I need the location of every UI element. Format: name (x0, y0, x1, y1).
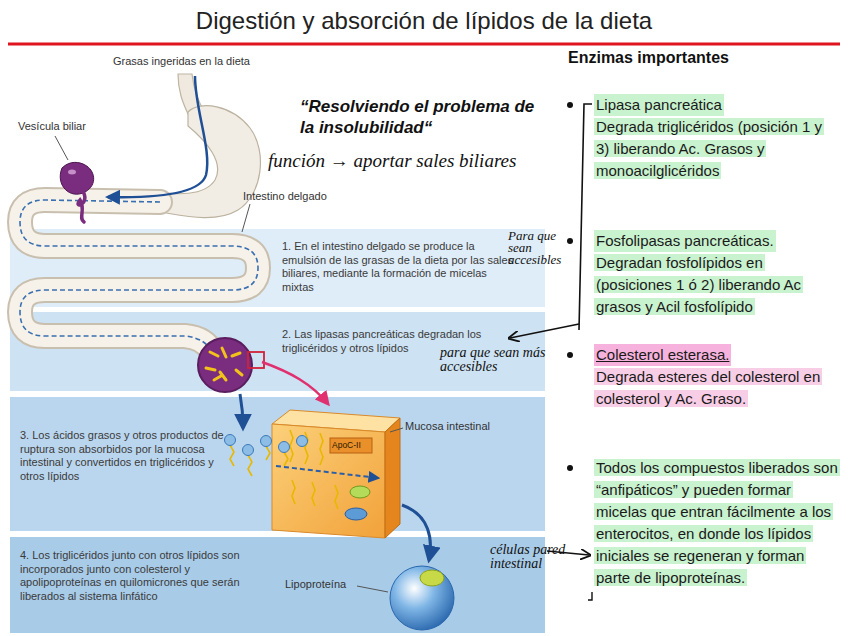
label-anchor: Grasas ingeridas en la dieta (113, 55, 263, 68)
intestine-flow (20, 200, 258, 352)
vesicle (345, 508, 367, 520)
zoom-arrow (262, 362, 328, 404)
label-anchor: Mucosa intestinal (405, 420, 515, 433)
flow-arrow (240, 394, 243, 428)
intestine-wall (20, 200, 258, 352)
handwritten-note: función → aportar sales biliares (268, 150, 568, 172)
enzyme-description: Degradan fosfolípidos en (posiciones 1 ó… (594, 254, 803, 315)
bullet-dot (567, 465, 573, 471)
gallbladder-shine (68, 170, 76, 175)
bile-duct (78, 190, 85, 222)
apoprotein-patch (420, 570, 444, 586)
bullet-dot (567, 352, 573, 358)
label-anchor: para que sean más accesibles (440, 346, 580, 374)
enzyme-name: Lipasa pancreática (594, 94, 724, 116)
leader-line (357, 586, 388, 592)
leader-line (55, 136, 68, 160)
part-label: Lipoproteína (285, 578, 365, 591)
transport-path (276, 466, 378, 478)
label-anchor: Para que sean accesibles (508, 230, 572, 266)
apoc-box (330, 438, 372, 453)
micelle (279, 442, 290, 453)
bullet-dot (567, 238, 573, 244)
lipid-droplets (206, 348, 242, 380)
micelle (297, 436, 308, 447)
enzyme-name: Colesterol esterasa. (594, 344, 731, 366)
label-anchor: “Resolviendo el problema de la insolubil… (300, 96, 540, 138)
part-label: Intestino delgado (243, 190, 353, 203)
bullet-text: Todos los compuestos liberados son “anfi… (594, 459, 840, 586)
bullet-item: Todos los compuestos liberados son “anfi… (594, 457, 839, 589)
intestine-lumen (20, 200, 258, 352)
part-label: Mucosa intestinal (405, 420, 515, 433)
step-text: 3. Los ácidos grasos y otros productos d… (20, 429, 225, 483)
flow-arrow (108, 76, 207, 197)
mucosa-side (385, 418, 400, 538)
title-anchor: Digestión y absorción de lípidos de la d… (0, 7, 848, 35)
gallbladder (60, 162, 93, 194)
leader-line (242, 204, 250, 232)
step-text: 1. En el intestino delgado se produce la… (282, 240, 514, 294)
handwritten-note: células pared intestinal (490, 543, 570, 571)
part-label: Vesícula biliar (18, 120, 118, 133)
leader-line (390, 428, 403, 432)
bracket-line (579, 104, 592, 330)
bullet-item: Colesterol esterasa.Degrada esteres del … (594, 344, 839, 410)
bullet-item: Fosfolipasas pancreáticas.Degradan fosfo… (594, 230, 839, 318)
enzyme-name: Fosfolipasas pancreáticas. (594, 230, 776, 252)
step-band: 4. Los triglicéridos junto con otros líp… (10, 537, 545, 633)
enzyme-description: Degrada esteres del colesterol en colest… (594, 368, 822, 407)
micelle (243, 445, 254, 456)
part-label: Grasas ingeridas en la dieta (113, 55, 263, 68)
quote-text: “Resolviendo el problema de la insolubil… (300, 96, 540, 138)
lipoprotein-sphere (390, 566, 454, 630)
label-anchor: Vesícula biliar (18, 120, 118, 133)
bullet-item: Lipasa pancreáticaDegrada triglicéridos … (594, 94, 839, 182)
enzyme-description: Degrada triglicéridos (posición 1 y 3) l… (594, 118, 824, 179)
label-anchor: Enzimas importantes (568, 48, 788, 68)
label-anchor: células pared intestinal (490, 543, 570, 571)
label-anchor: ApoC-II (332, 440, 372, 451)
label-anchor: Intestino delgado (243, 190, 353, 203)
bracket-line (588, 592, 592, 600)
mucosa-front (272, 424, 385, 538)
label-anchor: función → aportar sales biliares (268, 150, 568, 172)
flow-arrow (402, 505, 430, 560)
handwritten-note: Para que sean accesibles (508, 230, 572, 266)
bullet-dot (567, 102, 573, 108)
title-rule (8, 43, 840, 46)
section-heading: Enzimas importantes (568, 48, 788, 68)
micelle (261, 436, 272, 447)
zoom-square (248, 352, 264, 368)
label-anchor: Lipoproteína (285, 578, 365, 591)
protein-label: ApoC-II (332, 440, 372, 451)
diagram-title: Digestión y absorción de lípidos de la d… (196, 7, 652, 35)
micelle-chamber (198, 338, 252, 392)
annotation-arrow (510, 324, 579, 338)
step-text: 4. Los triglicéridos junto con otros líp… (20, 549, 258, 603)
vesicle (350, 486, 370, 498)
handwritten-note: para que sean más accesibles (440, 346, 580, 374)
micelle (225, 435, 236, 446)
